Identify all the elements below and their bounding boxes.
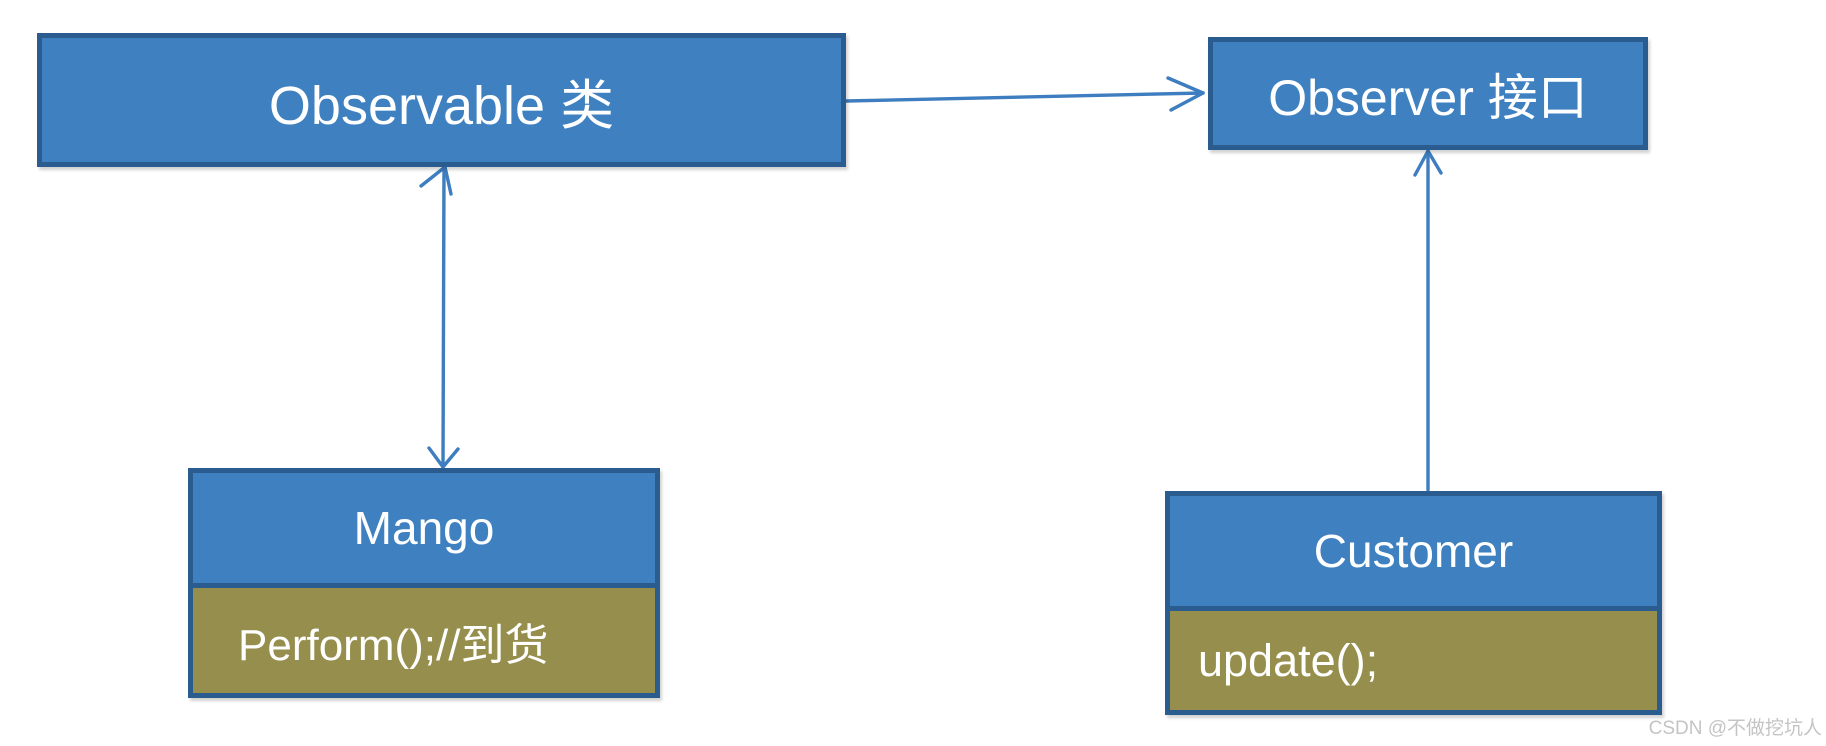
observable-class-box: Observable 类 <box>37 33 846 167</box>
mango-method-label: Perform();//到货 <box>193 583 655 693</box>
arrow-customer-to-observer <box>1413 149 1443 492</box>
customer-class-title: Customer <box>1170 496 1657 606</box>
customer-method-label: update(); <box>1170 606 1657 710</box>
observer-interface-box: Observer 接口 <box>1208 37 1648 150</box>
arrow-observable-mango-double <box>419 165 460 469</box>
mango-class-box: Mango Perform();//到货 <box>188 468 660 698</box>
customer-class-box: Customer update(); <box>1165 491 1662 715</box>
observer-interface-label: Observer 接口 <box>1268 69 1588 126</box>
observable-class-label: Observable 类 <box>268 75 615 136</box>
watermark: CSDN @不做挖坑人 <box>1648 718 1822 739</box>
mango-class-title: Mango <box>193 473 655 583</box>
arrow-observable-to-observer <box>844 76 1205 112</box>
